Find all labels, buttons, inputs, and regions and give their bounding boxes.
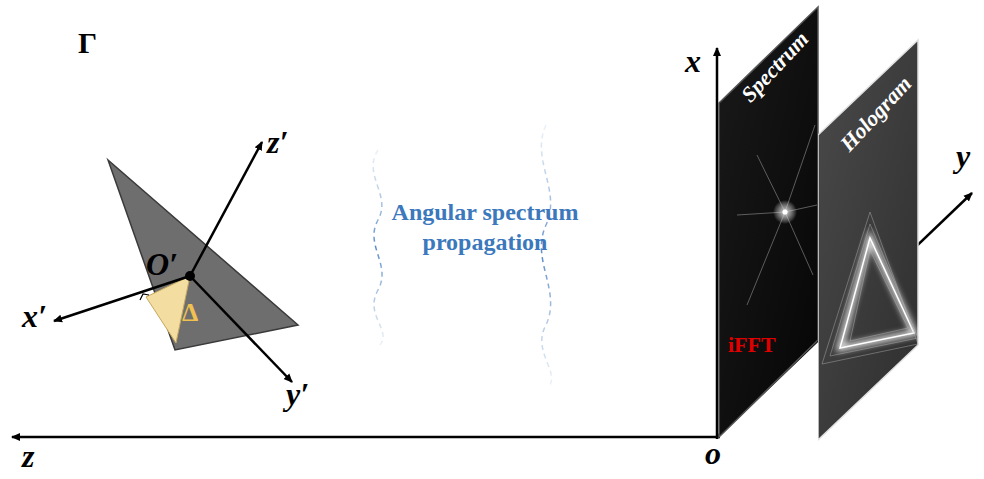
- axis-label: o: [705, 437, 721, 469]
- right-angle-mark: [140, 294, 149, 300]
- axis-label: Γ: [78, 28, 97, 58]
- x-prime-axis: [54, 276, 190, 321]
- process-label: Angular spectrum propagation: [350, 197, 620, 257]
- axis-label: z: [22, 440, 34, 472]
- z-prime-axis: [190, 142, 262, 276]
- axis-label: Δ: [182, 300, 198, 326]
- axis-label: y′: [286, 378, 309, 410]
- x-axis: [716, 48, 719, 439]
- axis-label: z′: [267, 126, 288, 158]
- wavefront: [373, 150, 383, 345]
- y-prime-axis: [190, 276, 292, 382]
- image-plane: Spectrum: [717, 5, 820, 439]
- edge-label: iFFT: [728, 334, 776, 356]
- z-axis: [12, 436, 720, 439]
- axis-label: x: [685, 45, 701, 77]
- axis-label: O′: [146, 248, 178, 280]
- image-plane: Hologram: [818, 38, 920, 442]
- object-triangle: [108, 160, 298, 350]
- axis-label: y: [956, 140, 970, 172]
- origin-dot: [185, 271, 195, 281]
- axis-label: x′: [22, 300, 47, 332]
